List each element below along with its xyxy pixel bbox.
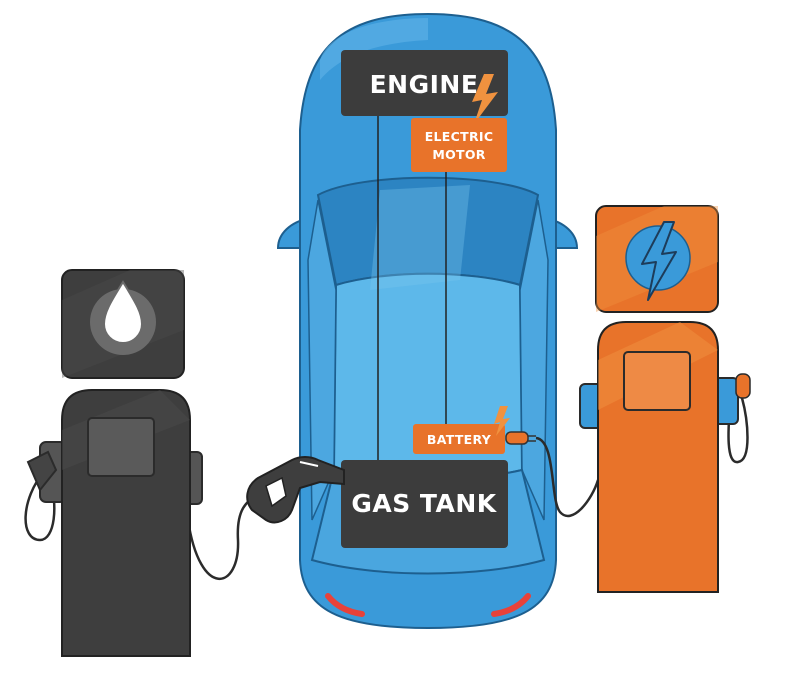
- electric-motor-label-line1: ELECTRIC: [425, 129, 494, 144]
- car-tail-light-right: [491, 593, 531, 617]
- gas-pump: [24, 269, 259, 657]
- electric-motor-box: ELECTRIC MOTOR: [411, 118, 507, 172]
- charging-cable: [535, 436, 600, 518]
- lightning-bolt-icon: [625, 221, 691, 301]
- electric-motor-label-line2: MOTOR: [432, 147, 485, 162]
- battery-lightning-icon: [494, 406, 510, 436]
- electric-pump: [535, 205, 751, 593]
- gas-hose: [186, 493, 259, 580]
- gas-tank-box: GAS TANK: [341, 460, 508, 548]
- electric-pump-side-cable: [727, 397, 749, 464]
- electric-pump-display: [623, 351, 691, 411]
- electric-pump-small-plug: [735, 373, 751, 399]
- gas-pump-side-hose: [24, 469, 56, 542]
- charging-plug: [505, 431, 529, 445]
- engine-label: ENGINE: [370, 70, 479, 99]
- engine-lightning-icon: [472, 74, 498, 124]
- gas-pump-display: [87, 417, 155, 477]
- engine-box: ENGINE: [341, 50, 508, 124]
- battery-label: BATTERY: [427, 432, 492, 447]
- gas-tank-label: GAS TANK: [351, 489, 497, 518]
- car-tail-light-left: [325, 593, 365, 617]
- fuel-drop-icon: [90, 280, 156, 355]
- gas-pump-small-nozzle: [26, 450, 58, 492]
- gas-nozzle: [246, 456, 345, 524]
- battery-box: BATTERY: [413, 406, 536, 454]
